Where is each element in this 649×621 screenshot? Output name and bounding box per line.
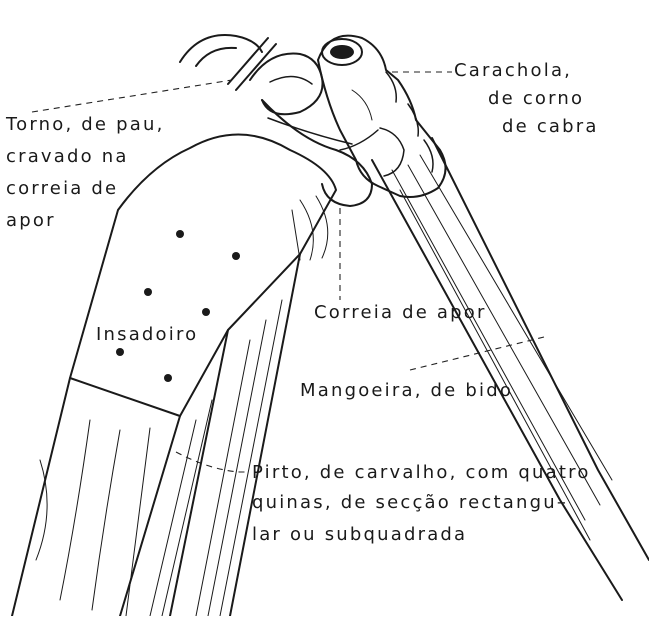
label-pirto-line3: lar ou subquadrada: [252, 524, 467, 546]
label-torno-line4: apor: [6, 210, 56, 232]
pirto-swingle: [12, 254, 300, 616]
label-carachola-line3: de cabra: [502, 116, 599, 138]
leader-mangoeira: [410, 336, 548, 370]
label-carachola-line2: de corno: [488, 88, 584, 110]
label-torno-line1: Torno, de pau,: [6, 114, 165, 136]
label-torno-line2: cravado na: [6, 146, 129, 168]
label-correia: Correia de apor: [314, 302, 487, 324]
leader-torno: [32, 80, 232, 112]
label-torno-line3: correia de: [6, 178, 118, 200]
torno-peg: [180, 35, 276, 90]
label-pirto-line2: quinas, de secção rectangu–: [252, 492, 568, 514]
carachola-cap: [318, 36, 446, 197]
label-carachola-line1: Carachola,: [454, 60, 572, 82]
label-mangoeira: Mangoeira, de bido: [300, 380, 513, 402]
label-insadoiro: Insadoiro: [96, 324, 198, 346]
label-pirto-line1: Pirto, de carvalho, com quatro: [252, 462, 591, 484]
correia-strap: [250, 54, 404, 206]
